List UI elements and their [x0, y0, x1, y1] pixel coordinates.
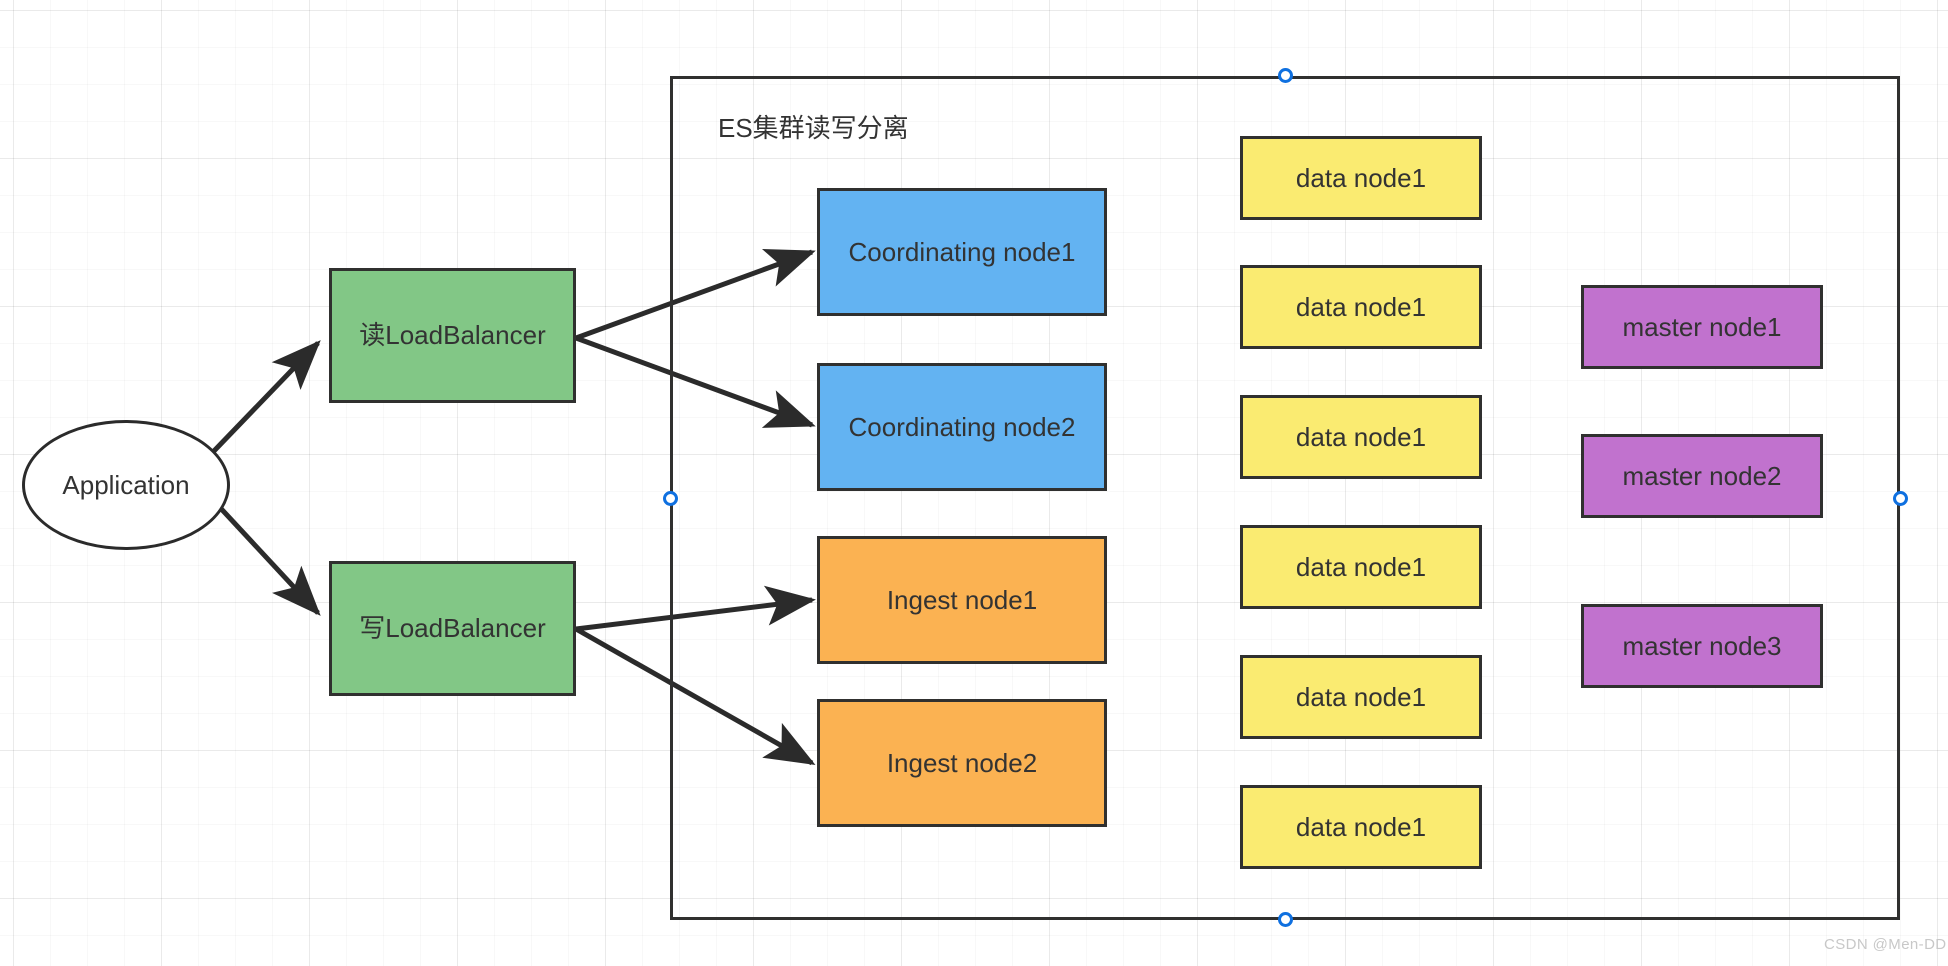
data-node-2[interactable]: data node1: [1240, 265, 1482, 349]
master-node-3-label: master node3: [1622, 630, 1782, 661]
application-node[interactable]: Application: [22, 420, 230, 550]
edge-application-to-read-lb: [211, 340, 321, 454]
data-node-3-label: data node1: [1295, 421, 1427, 452]
ingest-node-1[interactable]: Ingest node1: [817, 536, 1107, 664]
master-node-2-label: master node2: [1622, 460, 1782, 491]
write-load-balancer-node[interactable]: 写LoadBalancer: [329, 561, 576, 696]
data-node-3[interactable]: data node1: [1240, 395, 1482, 479]
selection-handle-right[interactable]: [1893, 491, 1908, 506]
application-label: Application: [62, 469, 190, 500]
data-node-6[interactable]: data node1: [1240, 785, 1482, 869]
selection-handle-top[interactable]: [1278, 68, 1293, 83]
ingest-node-1-label: Ingest node1: [886, 584, 1038, 615]
edge-application-to-write-lb: [211, 498, 321, 616]
es-cluster-title: ES集群读写分离: [718, 113, 909, 143]
read-load-balancer-node[interactable]: 读LoadBalancer: [329, 268, 576, 403]
selection-handle-left[interactable]: [663, 491, 678, 506]
master-node-2[interactable]: master node2: [1581, 434, 1823, 518]
data-node-6-label: data node1: [1295, 811, 1427, 842]
data-node-5[interactable]: data node1: [1240, 655, 1482, 739]
write-load-balancer-label: 写LoadBalancer: [359, 613, 546, 644]
coordinating-node-2[interactable]: Coordinating node2: [817, 363, 1107, 491]
read-load-balancer-label: 读LoadBalancer: [359, 320, 546, 351]
master-node-3[interactable]: master node3: [1581, 604, 1823, 688]
master-node-1[interactable]: master node1: [1581, 285, 1823, 369]
data-node-1[interactable]: data node1: [1240, 136, 1482, 220]
data-node-1-label: data node1: [1295, 162, 1427, 193]
data-node-4-label: data node1: [1295, 551, 1427, 582]
csdn-watermark: CSDN @Men-DD: [1824, 936, 1947, 953]
coordinating-node-1[interactable]: Coordinating node1: [817, 188, 1107, 316]
coordinating-node-2-label: Coordinating node2: [848, 411, 1076, 442]
ingest-node-2[interactable]: Ingest node2: [817, 699, 1107, 827]
data-node-4[interactable]: data node1: [1240, 525, 1482, 609]
master-node-1-label: master node1: [1622, 311, 1782, 342]
ingest-node-2-label: Ingest node2: [886, 747, 1038, 778]
coordinating-node-1-label: Coordinating node1: [848, 236, 1076, 267]
selection-handle-bottom[interactable]: [1278, 912, 1293, 927]
data-node-2-label: data node1: [1295, 291, 1427, 322]
data-node-5-label: data node1: [1295, 681, 1427, 712]
